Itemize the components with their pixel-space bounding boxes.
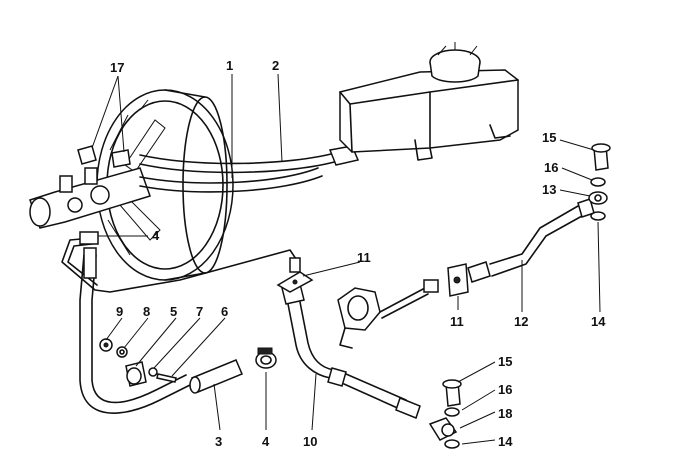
callout-1: 1 xyxy=(226,58,233,73)
hose-2 xyxy=(139,145,360,174)
master-cylinder xyxy=(29,145,151,229)
hose-clamp xyxy=(255,347,277,369)
callout-2: 2 xyxy=(272,58,279,73)
callout-9: 9 xyxy=(116,304,123,319)
callout-8: 8 xyxy=(143,304,150,319)
callout-7: 7 xyxy=(196,304,203,319)
callout-4-upper: 4 xyxy=(152,228,160,243)
callout-16-upper: 16 xyxy=(544,160,558,175)
callout-6: 6 xyxy=(221,304,228,319)
callout-11-right: 11 xyxy=(450,314,464,329)
brake-caliper xyxy=(337,287,381,349)
hose-12 xyxy=(467,198,595,283)
callout-13: 13 xyxy=(542,182,556,197)
callout-15-upper: 15 xyxy=(542,130,556,145)
hose-1 xyxy=(139,167,323,193)
leader-lines xyxy=(91,73,601,445)
brake-pipe-middle xyxy=(379,279,439,319)
callout-18: 18 xyxy=(498,406,512,421)
hose-loop-left xyxy=(79,231,191,414)
hose-3 xyxy=(189,359,243,394)
small-parts-left xyxy=(99,338,177,387)
fluid-reservoir xyxy=(339,42,519,161)
callout-12: 12 xyxy=(514,314,528,329)
callout-11-left: 11 xyxy=(357,250,371,265)
bracket-left xyxy=(276,271,314,293)
callout-17: 17 xyxy=(110,60,124,75)
bracket-right xyxy=(447,263,469,297)
callout-5: 5 xyxy=(170,304,177,319)
callout-14-upper: 14 xyxy=(591,314,606,329)
callout-16-lower: 16 xyxy=(498,382,512,397)
callout-4-lower: 4 xyxy=(262,434,270,449)
callout-3: 3 xyxy=(215,434,222,449)
banjo-fitting-upper xyxy=(588,143,611,221)
callout-numbers: 1 2 17 4 11 9 8 5 7 6 3 4 10 11 12 15 16… xyxy=(110,58,606,449)
callout-10: 10 xyxy=(303,434,317,449)
callout-15-lower: 15 xyxy=(498,354,512,369)
callout-14-lower: 14 xyxy=(498,434,513,449)
banjo-fitting-lower xyxy=(428,379,462,449)
